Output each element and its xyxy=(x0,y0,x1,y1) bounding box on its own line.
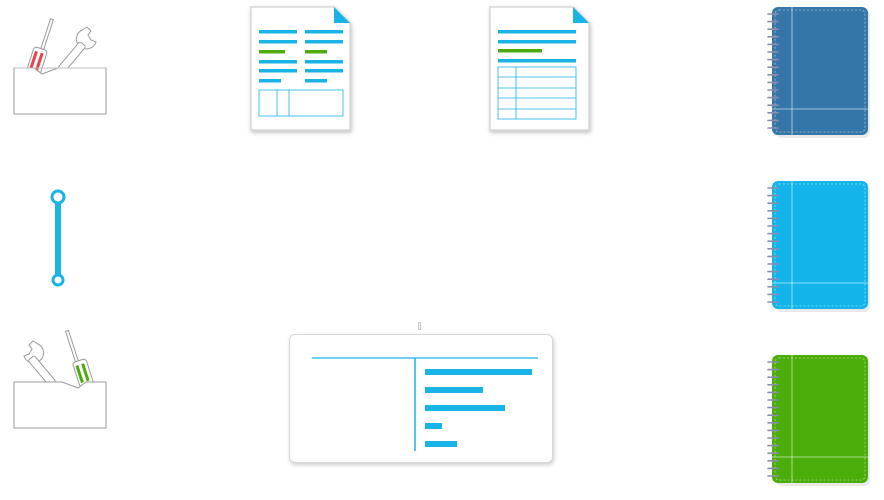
form-document-icon xyxy=(248,4,352,134)
horizontal-bar-card-icon xyxy=(289,334,553,463)
toolbox-green-screwdriver-icon xyxy=(12,328,108,432)
toolbox-red-screwdriver-icon xyxy=(12,14,108,118)
table-document-icon xyxy=(487,4,591,134)
bar-card-bar xyxy=(425,387,483,393)
bar-card-bar xyxy=(425,441,457,447)
card-handle-mark xyxy=(418,322,421,330)
bar-card-bar xyxy=(425,423,442,429)
notebook-light-blue-icon xyxy=(766,180,874,316)
bar-card-bar xyxy=(425,369,532,375)
bar-card-bar xyxy=(425,405,505,411)
notebook-dark-blue-icon xyxy=(766,6,874,142)
notebook-green-icon xyxy=(766,354,874,490)
double-ended-wrench-icon xyxy=(48,188,68,288)
